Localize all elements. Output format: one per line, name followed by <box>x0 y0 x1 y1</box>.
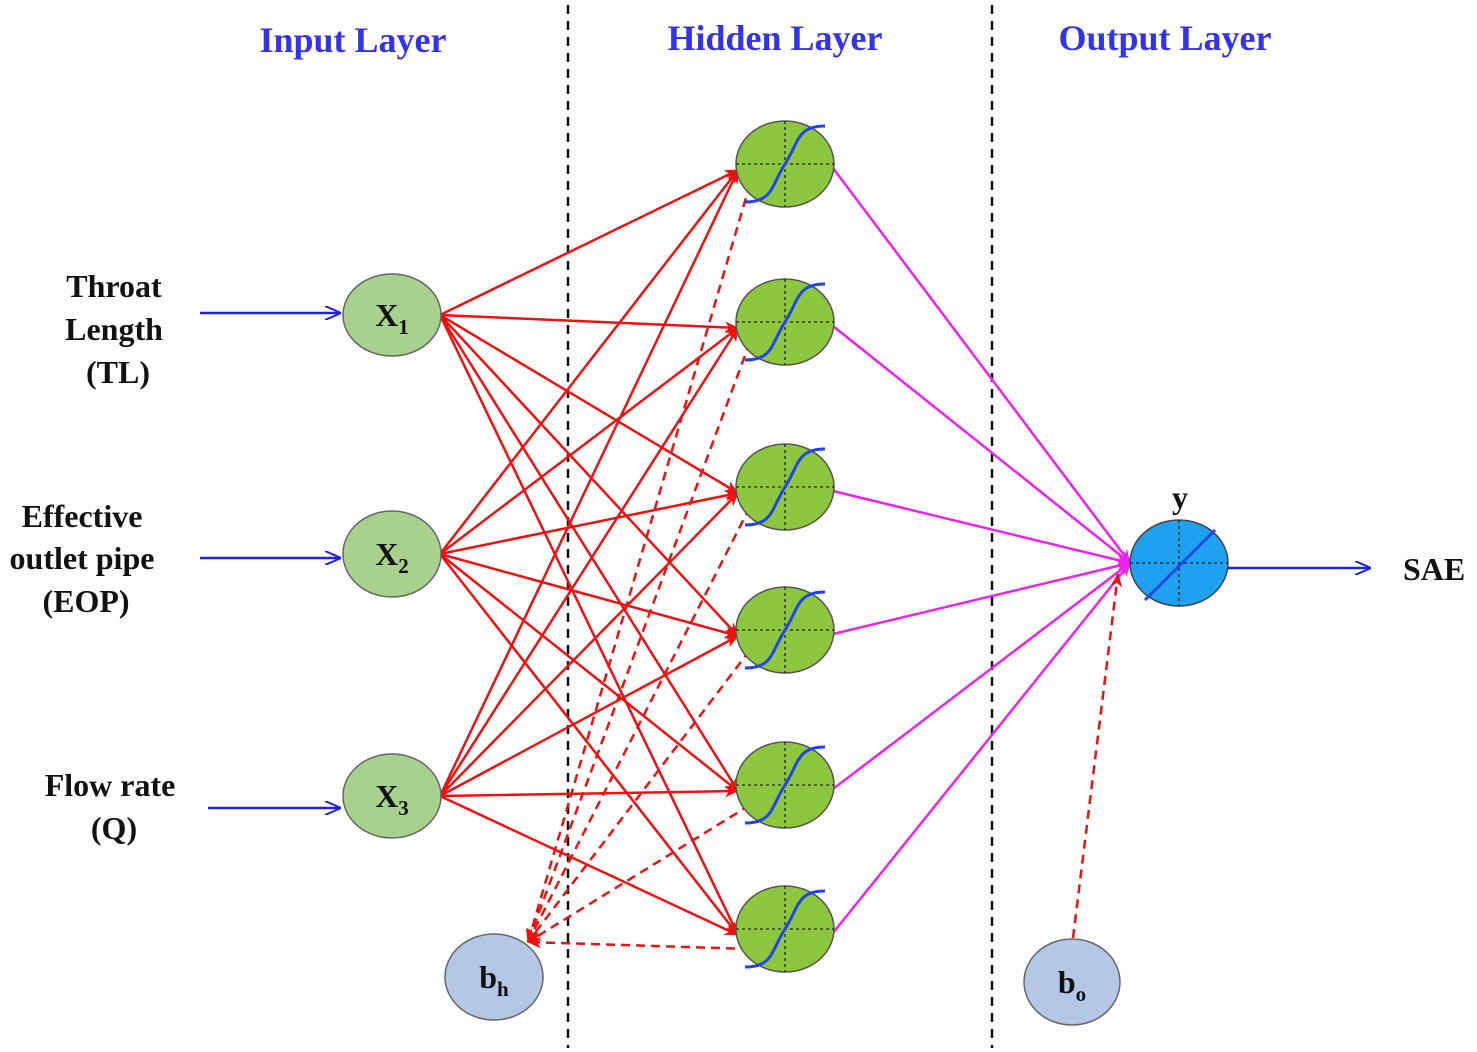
hidden-neuron-3 <box>735 443 835 531</box>
hidden-neuron-6 <box>735 885 835 973</box>
sigmoid-curve-icon <box>744 282 826 362</box>
connection-h5-y <box>832 562 1131 790</box>
hidden-layer-title: Hidden Layer <box>667 18 882 58</box>
connection-x1-h5 <box>438 314 740 792</box>
connection-x2-h5 <box>439 553 739 792</box>
sigmoid-curve-icon <box>744 889 826 969</box>
hidden-neuron-2 <box>735 278 835 366</box>
hidden-neuron-5 <box>735 741 835 829</box>
hidden-neuron-4 <box>735 586 835 674</box>
connection-h3-y <box>832 489 1131 566</box>
connection-x3-h4 <box>439 634 739 798</box>
bias-output-label: bo <box>1058 964 1086 1006</box>
sigmoid-curve-icon <box>744 447 826 527</box>
linear-activation-icon <box>1143 528 1217 602</box>
connection-h6-y <box>832 562 1131 934</box>
input-label-tl-line-2: Length <box>65 311 163 347</box>
input-label-eop-line-1: Effective <box>22 498 143 534</box>
connection-bh-h3 <box>526 506 752 943</box>
output-layer-title: Output Layer <box>1058 18 1271 58</box>
output-node <box>1129 519 1229 607</box>
connection-h2-y <box>832 325 1131 564</box>
output-node-label: y <box>1172 479 1188 515</box>
input-label-eop-line-2: outlet pipe <box>10 540 155 576</box>
connection-x2-h4 <box>439 552 739 639</box>
connection-x3-h5 <box>439 785 739 798</box>
connection-x3-h3 <box>439 492 739 797</box>
sigmoid-curve-icon <box>744 590 826 670</box>
sigmoid-curve-icon <box>744 745 826 825</box>
connection-h1-y <box>832 167 1131 564</box>
input-label-tl-line-3: (TL) <box>86 354 150 390</box>
input-label-tl: Throat Length (TL) <box>65 268 171 390</box>
bias-hidden-label: bh <box>479 959 509 1001</box>
connection-x1-h4 <box>439 314 739 637</box>
bias-hidden-node: bh <box>444 933 544 1021</box>
connection-x1-h3 <box>439 313 739 495</box>
connection-x2-h3 <box>439 489 739 556</box>
bias-output-node: bo <box>1023 938 1121 1026</box>
input-node-x2-label: X2 <box>375 536 409 578</box>
bias-to-output-connection <box>1071 573 1123 939</box>
hidden-to-output-connections <box>832 167 1131 934</box>
input-node-x3: X3 <box>342 753 442 839</box>
connection-x2-h6 <box>439 553 739 936</box>
input-label-q-line-1: Flow rate <box>45 767 176 803</box>
input-layer-title: Input Layer <box>259 20 446 60</box>
connection-h4-y <box>832 560 1131 636</box>
input-label-eop-line-3: (EOP) <box>42 583 129 619</box>
input-to-hidden-connections <box>438 168 740 937</box>
hidden-neuron-1 <box>735 120 835 208</box>
input-label-eop: Effective outlet pipe (EOP) <box>10 498 163 619</box>
connection-bh-h4 <box>527 649 751 943</box>
input-node-x1: X1 <box>342 273 442 357</box>
connection-bh-h1 <box>525 183 752 943</box>
connection-x3-h2 <box>438 327 740 797</box>
connection-x1-h2 <box>439 313 739 334</box>
hidden-neurons <box>735 120 835 973</box>
input-node-x3-label: X3 <box>375 778 409 820</box>
input-label-q-line-2: (Q) <box>91 810 137 846</box>
connection-x1-h1 <box>439 168 739 317</box>
connection-x3-h6 <box>439 794 739 937</box>
connection-x2-h1 <box>439 169 739 555</box>
bias-to-hidden-connections <box>525 183 752 951</box>
input-node-x1-label: X1 <box>375 297 409 339</box>
connection-bh-h2 <box>526 341 752 943</box>
output-label-sae: SAE <box>1403 551 1465 587</box>
input-labels: Throat Length (TL) Effective outlet pipe… <box>10 268 184 846</box>
connection-x2-h2 <box>439 327 739 555</box>
connection-x3-h1 <box>438 169 740 797</box>
input-node-x2: X2 <box>342 510 442 598</box>
input-label-q: Flow rate (Q) <box>45 767 184 846</box>
connection-bh-h5 <box>527 803 751 944</box>
connection-bh-h6 <box>527 936 751 951</box>
connection-x1-h6 <box>438 314 740 936</box>
sigmoid-curve-icon <box>744 124 826 204</box>
input-label-tl-line-1: Throat <box>66 268 162 304</box>
